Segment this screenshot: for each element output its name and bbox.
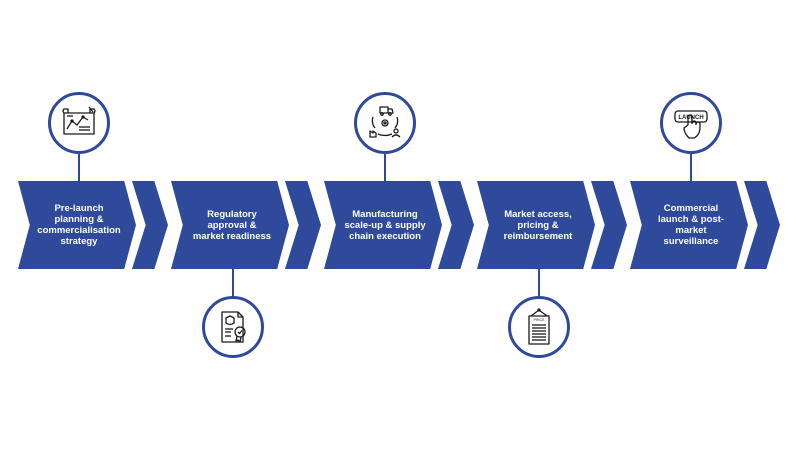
- step-3-icon-circle: [354, 92, 416, 154]
- step-4-chevron: [477, 181, 595, 269]
- step-2-connector: [232, 268, 234, 298]
- separator-chevron: [132, 181, 168, 269]
- step-4-icon-circle: PRICE: [508, 296, 570, 358]
- step-1-label: Pre-launch planning & commercialisation …: [37, 203, 121, 247]
- separator-chevron: [744, 181, 780, 269]
- blueprint-planning-icon: [62, 106, 96, 135]
- step-2-chevron: [171, 181, 289, 269]
- step-3-connector: [384, 153, 386, 183]
- price-board-icon: PRICE: [528, 308, 550, 345]
- step-3-label: Manufacturing scale-up & supply chain ex…: [344, 208, 426, 242]
- separator-chevron: [285, 181, 321, 269]
- step-4-label: Market access, pricing & reimbursement: [503, 208, 573, 242]
- launch-text: LAUNCH: [678, 115, 703, 121]
- separator-chevron: [591, 181, 627, 269]
- step-1-connector: [78, 153, 80, 183]
- step-5-label: Commercial launch & post- market surveil…: [658, 203, 724, 247]
- price-text: PRICE: [534, 318, 545, 322]
- supply-chain-cycle-icon: [369, 106, 401, 138]
- step-2-icon-circle: [202, 296, 264, 358]
- step-5-icon-circle: LAUNCH: [660, 92, 722, 154]
- step-5-chevron: [630, 181, 748, 269]
- step-4-connector: [538, 268, 540, 298]
- step-1-icon-circle: [48, 92, 110, 154]
- launch-button-icon: LAUNCH: [674, 110, 708, 139]
- step-3-chevron: [324, 181, 442, 269]
- step-5-connector: [690, 153, 692, 183]
- step-1-chevron: [18, 181, 136, 269]
- certificate-approval-icon: [221, 311, 246, 343]
- step-2-label: Regulatory approval & market readiness: [192, 208, 272, 242]
- separator-chevron: [438, 181, 474, 269]
